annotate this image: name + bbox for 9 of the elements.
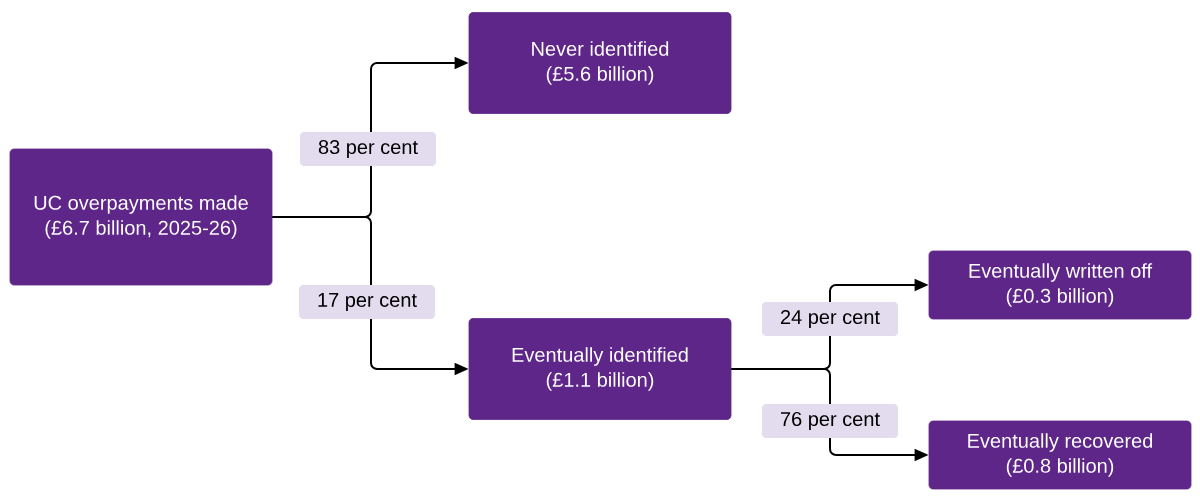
flow-box: Eventually written off (£0.3 billion)	[928, 250, 1192, 320]
flow-box: Eventually identified (£1.1 billion)	[468, 318, 732, 420]
edge-label: 83 per cent	[300, 132, 436, 166]
flow-box: Eventually recovered (£0.8 billion)	[928, 420, 1192, 490]
edge-label: 17 per cent	[299, 285, 435, 319]
edge-label: 24 per cent	[762, 302, 898, 336]
edge-label: 76 per cent	[762, 404, 898, 438]
flow-box: UC overpayments made (£6.7 billion, 2025-26)	[9, 148, 273, 286]
flow-box: Never identified (£5.6 billion)	[468, 12, 732, 114]
